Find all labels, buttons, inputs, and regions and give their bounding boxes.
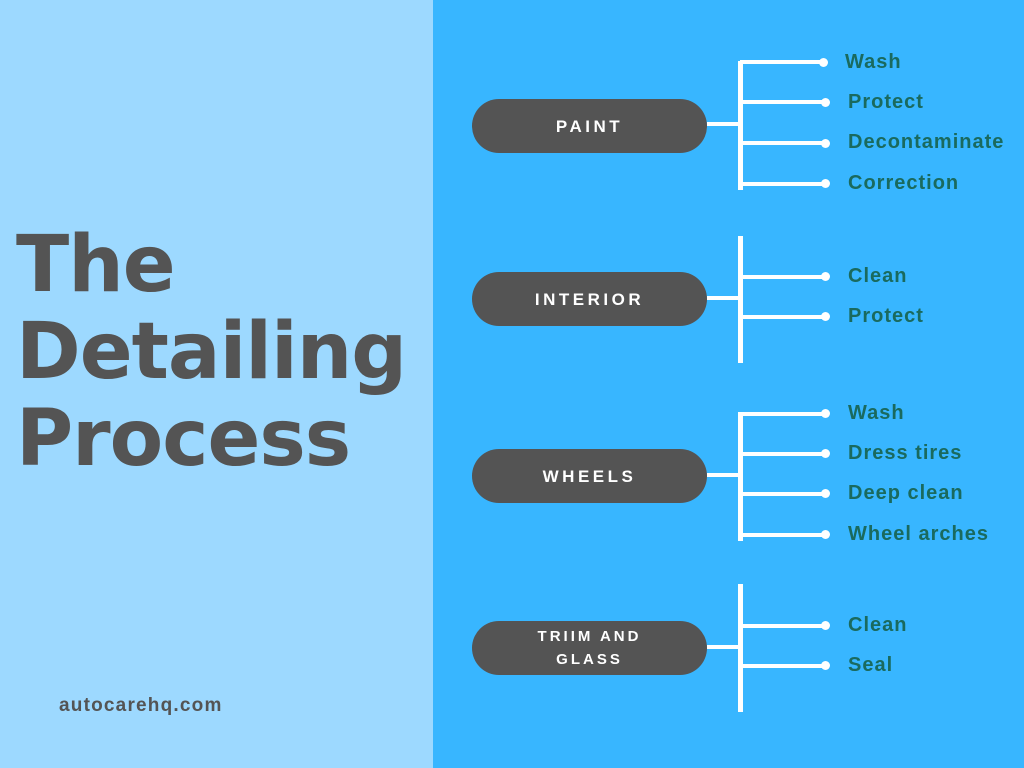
bullet-dot-icon <box>821 661 830 670</box>
category-pill-paint: PAINT <box>472 99 707 153</box>
list-item: Seal <box>848 654 894 676</box>
list-item: Clean <box>848 265 908 287</box>
branch-arm <box>740 452 824 456</box>
list-item: Wheel arches <box>848 523 989 545</box>
list-item: Dress tires <box>848 442 963 464</box>
list-item: Decontaminate <box>848 131 1005 153</box>
category-pill-interior: INTERIOR <box>472 272 707 326</box>
branch-arm <box>740 141 824 145</box>
branch-arm <box>740 412 824 416</box>
pill-label-line-2: GLASS <box>556 651 623 668</box>
list-item: Wash <box>848 402 905 424</box>
branch-arm <box>740 624 824 628</box>
bullet-dot-icon <box>821 139 830 148</box>
list-item: Correction <box>848 172 960 194</box>
pill-label-line-1: TRIIM AND <box>537 628 642 645</box>
branch-arm <box>740 60 824 64</box>
branch-line <box>738 412 743 541</box>
bullet-dot-icon <box>821 621 830 630</box>
branch-line <box>738 61 743 190</box>
connector-line <box>707 296 740 300</box>
page-title: The Detailing Process <box>16 220 407 484</box>
list-item: Wash <box>845 51 902 73</box>
list-item: Clean <box>848 614 908 636</box>
branch-arm <box>740 182 824 186</box>
bullet-dot-icon <box>821 98 830 107</box>
bullet-dot-icon <box>821 449 830 458</box>
branch-line <box>738 236 743 363</box>
branch-arm <box>740 533 824 537</box>
title-line-2: Detailing <box>16 307 407 397</box>
connector-line <box>707 645 740 649</box>
connector-line <box>707 122 740 126</box>
left-panel <box>0 0 433 768</box>
branch-arm <box>740 664 824 668</box>
title-line-1: The <box>16 220 176 310</box>
branch-arm <box>740 275 824 279</box>
bullet-dot-icon <box>821 312 830 321</box>
connector-line <box>707 473 740 477</box>
website-label: autocarehq.com <box>59 695 223 716</box>
branch-arm <box>740 315 824 319</box>
bullet-dot-icon <box>821 489 830 498</box>
category-pill-trim-and-glass: TRIIM AND GLASS <box>472 621 707 675</box>
list-item: Protect <box>848 305 924 327</box>
bullet-dot-icon <box>819 58 828 67</box>
bullet-dot-icon <box>821 179 830 188</box>
title-line-3: Process <box>16 394 351 484</box>
branch-line <box>738 584 743 712</box>
bullet-dot-icon <box>821 409 830 418</box>
list-item: Deep clean <box>848 482 964 504</box>
bullet-dot-icon <box>821 530 830 539</box>
branch-arm <box>740 492 824 496</box>
list-item: Protect <box>848 91 924 113</box>
bullet-dot-icon <box>821 272 830 281</box>
branch-arm <box>740 100 824 104</box>
category-pill-wheels: WHEELS <box>472 449 707 503</box>
